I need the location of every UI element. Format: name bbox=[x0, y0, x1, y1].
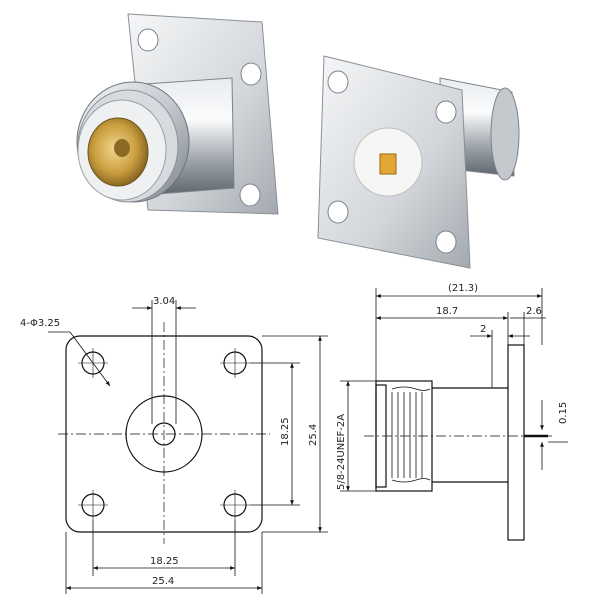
connector-photo-front bbox=[76, 13, 279, 215]
label-flange-vertical: 25.4 bbox=[308, 424, 319, 446]
pin-circle bbox=[152, 422, 176, 446]
label-body-length: 18.7 bbox=[436, 306, 458, 317]
label-hole-spacing-vertical: 18.25 bbox=[280, 417, 291, 446]
body-side bbox=[432, 387, 508, 483]
label-total-length: (21.3) bbox=[448, 283, 478, 294]
front-view-drawing bbox=[48, 300, 328, 594]
label-thread-spec: 5/8-24UNEF-2A bbox=[336, 414, 347, 490]
label-step: 2 bbox=[480, 324, 486, 335]
side-view-drawing bbox=[340, 288, 568, 541]
flange-side bbox=[507, 344, 525, 541]
label-hole-spacing-horizontal: 18.25 bbox=[150, 556, 179, 567]
insulator-circle bbox=[125, 395, 203, 473]
label-holes: 4-Φ3.25 bbox=[20, 318, 60, 329]
label-flange-horizontal: 25.4 bbox=[152, 576, 174, 587]
thread-lines bbox=[391, 386, 431, 483]
label-pin-extension: 0.15 bbox=[558, 402, 569, 424]
connector-photo-back bbox=[317, 55, 520, 269]
label-pin-diameter: 3.04 bbox=[153, 296, 175, 307]
label-flange-thickness: 2.6 bbox=[526, 306, 542, 317]
